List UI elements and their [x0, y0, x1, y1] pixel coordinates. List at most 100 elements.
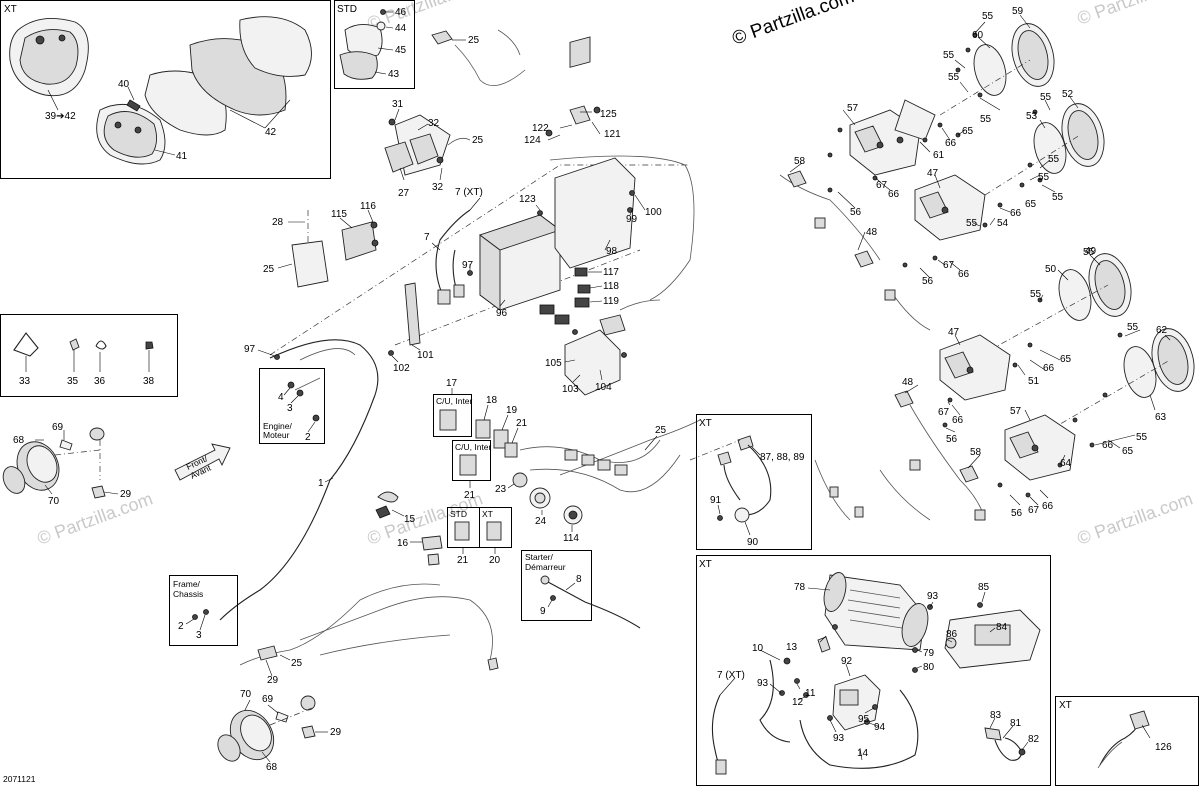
- ring-52-53: [984, 103, 1105, 196]
- unit-57-lower: [1004, 414, 1076, 481]
- winch-part: [823, 572, 929, 651]
- callout-56-2: 56: [922, 276, 934, 287]
- callout-53: 53: [1026, 111, 1038, 122]
- box-small-parts: 33 35 36 38: [0, 314, 178, 397]
- callout-23: 23: [495, 484, 507, 495]
- callout-118: 118: [603, 281, 619, 292]
- callout-55-4: 55: [980, 114, 992, 125]
- callout-95: 95: [858, 714, 870, 725]
- callout-28: 28: [272, 217, 284, 228]
- callout-7xt-winch: 7 (XT): [717, 670, 745, 681]
- connector-48-top: [854, 250, 874, 268]
- callout-91: 91: [710, 495, 722, 506]
- callout-9: 9: [540, 606, 546, 617]
- right-leaders: [789, 14, 1171, 506]
- callout-67-4: 67: [1028, 505, 1040, 516]
- callout-64: 64: [1060, 458, 1072, 469]
- callout-55-3: 55: [948, 72, 960, 83]
- box-label-cu-inter-1: C/U, Inter: [436, 396, 473, 406]
- callout-124: 124: [524, 135, 541, 146]
- unit-47-top: [914, 174, 986, 241]
- callout-39-42: 39➔42: [45, 111, 76, 122]
- callout-94: 94: [874, 722, 886, 733]
- callout-24: 24: [535, 516, 547, 527]
- callout-15: 15: [404, 514, 416, 525]
- box-xt-remote: XT 126: [1055, 696, 1199, 786]
- callout-126: 126: [1155, 742, 1172, 753]
- callout-7xt: 7 (XT): [455, 187, 483, 198]
- callout-121: 121: [604, 129, 621, 140]
- connector-48-low: [894, 390, 914, 408]
- callout-55-1: 55: [982, 11, 994, 22]
- callout-41: 41: [176, 151, 188, 162]
- callout-25-top: 25: [468, 35, 480, 46]
- callout-55-7: 55: [1038, 172, 1050, 183]
- callout-32-lower: 32: [432, 182, 444, 193]
- callout-55-5: 55: [1040, 92, 1052, 103]
- callout-101: 101: [417, 350, 434, 361]
- callout-4: 4: [278, 392, 284, 403]
- callout-12: 12: [792, 697, 804, 708]
- callout-68-lower: 68: [266, 762, 278, 773]
- callout-65-2: 65: [1025, 199, 1037, 210]
- box-label-xt: XT: [4, 4, 17, 15]
- callout-65-3: 65: [1060, 354, 1072, 365]
- lower-harness: 25 29: [239, 583, 499, 686]
- right-assemblies: 55 59 60 55 55 55 57 65 66 61 58 67 66 5…: [779, 6, 1195, 521]
- callout-38: 38: [143, 376, 155, 387]
- callout-80: 80: [923, 662, 935, 673]
- callout-66-4: 66: [958, 269, 970, 280]
- callout-81: 81: [1010, 718, 1022, 729]
- callout-117: 117: [603, 267, 619, 278]
- callout-47-top: 47: [927, 168, 939, 179]
- callout-7: 7: [424, 232, 430, 243]
- unit-47-mid: [939, 334, 1011, 401]
- clip-icon: [69, 338, 80, 351]
- callout-56-1: 56: [850, 207, 862, 218]
- callout-36: 36: [94, 376, 106, 387]
- remote-handle-icon: [1129, 710, 1150, 730]
- callout-66-1: 66: [945, 138, 957, 149]
- callout-65-4: 65: [1122, 446, 1134, 457]
- callout-14: 14: [857, 748, 869, 759]
- callout-40: 40: [118, 79, 130, 90]
- callout-55-8: 55: [1052, 192, 1064, 203]
- box-label-engine: Engine/: [263, 421, 292, 431]
- main-harness-1: 1: [219, 339, 379, 621]
- callout-119: 119: [603, 296, 619, 307]
- callout-52: 52: [1062, 89, 1074, 100]
- callout-3-frame: 3: [196, 630, 202, 641]
- callout-103: 103: [562, 384, 579, 395]
- callout-44: 44: [395, 23, 407, 34]
- box-starter-demarreur: Starter/ Démarreur 8 9: [521, 550, 641, 629]
- box-xt-gauge-cluster: XT 39➔42 40 41 42: [0, 0, 331, 179]
- unit-57-top: [849, 99, 936, 176]
- clamp-icon: [95, 340, 107, 350]
- bracket-assembly-27: 31 32 25 27 32: [384, 99, 484, 199]
- callout-51: 51: [1028, 376, 1040, 387]
- callout-58-top: 58: [794, 156, 806, 167]
- callout-67-2: 67: [943, 260, 955, 271]
- callout-33: 33: [19, 376, 31, 387]
- box-std-gauge: STD 46 44 45 43: [334, 0, 415, 89]
- callout-45: 45: [395, 45, 407, 56]
- callout-66-6: 66: [952, 415, 964, 426]
- box-label-std-switch: STD: [450, 509, 467, 519]
- callout-78: 78: [794, 582, 806, 593]
- ring-49-50: [989, 253, 1132, 351]
- gauge-cluster-housing-part: [144, 16, 312, 136]
- callout-2-engine: 2: [305, 432, 311, 443]
- callout-25-bracket: 25: [472, 135, 484, 146]
- callout-114: 114: [563, 533, 579, 544]
- callout-66-3: 66: [1010, 208, 1022, 219]
- callout-82: 82: [1028, 734, 1040, 745]
- gauge-lens-part: [96, 103, 166, 165]
- callout-55-12: 55: [1127, 322, 1139, 333]
- callout-93-left: 93: [757, 678, 769, 689]
- callout-57-low: 57: [1010, 406, 1022, 417]
- watermark-3: © Partzilla.com: [1075, 0, 1196, 29]
- callout-116: 116: [360, 201, 376, 212]
- watermark-main: © Partzilla.com: [730, 0, 857, 50]
- callout-68-upper: 68: [13, 435, 25, 446]
- callout-93-bottom: 93: [833, 733, 845, 744]
